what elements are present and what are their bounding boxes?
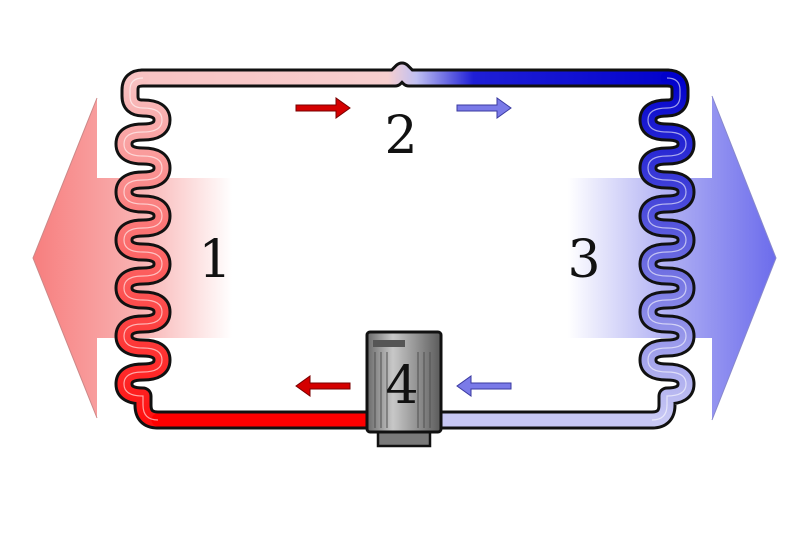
flow-arrow-top-cold-icon	[456, 97, 512, 119]
label-evaporator: 3	[567, 230, 600, 290]
compressor-icon	[365, 330, 443, 448]
flow-arrow-bottom-hot-icon	[295, 375, 351, 397]
label-compressor: 4	[385, 356, 418, 416]
flow-arrow-bottom-cold-icon	[456, 375, 512, 397]
label-expansion-valve: 2	[384, 106, 417, 166]
flow-arrow-top-hot-icon	[295, 97, 351, 119]
label-condenser: 1	[198, 230, 231, 290]
